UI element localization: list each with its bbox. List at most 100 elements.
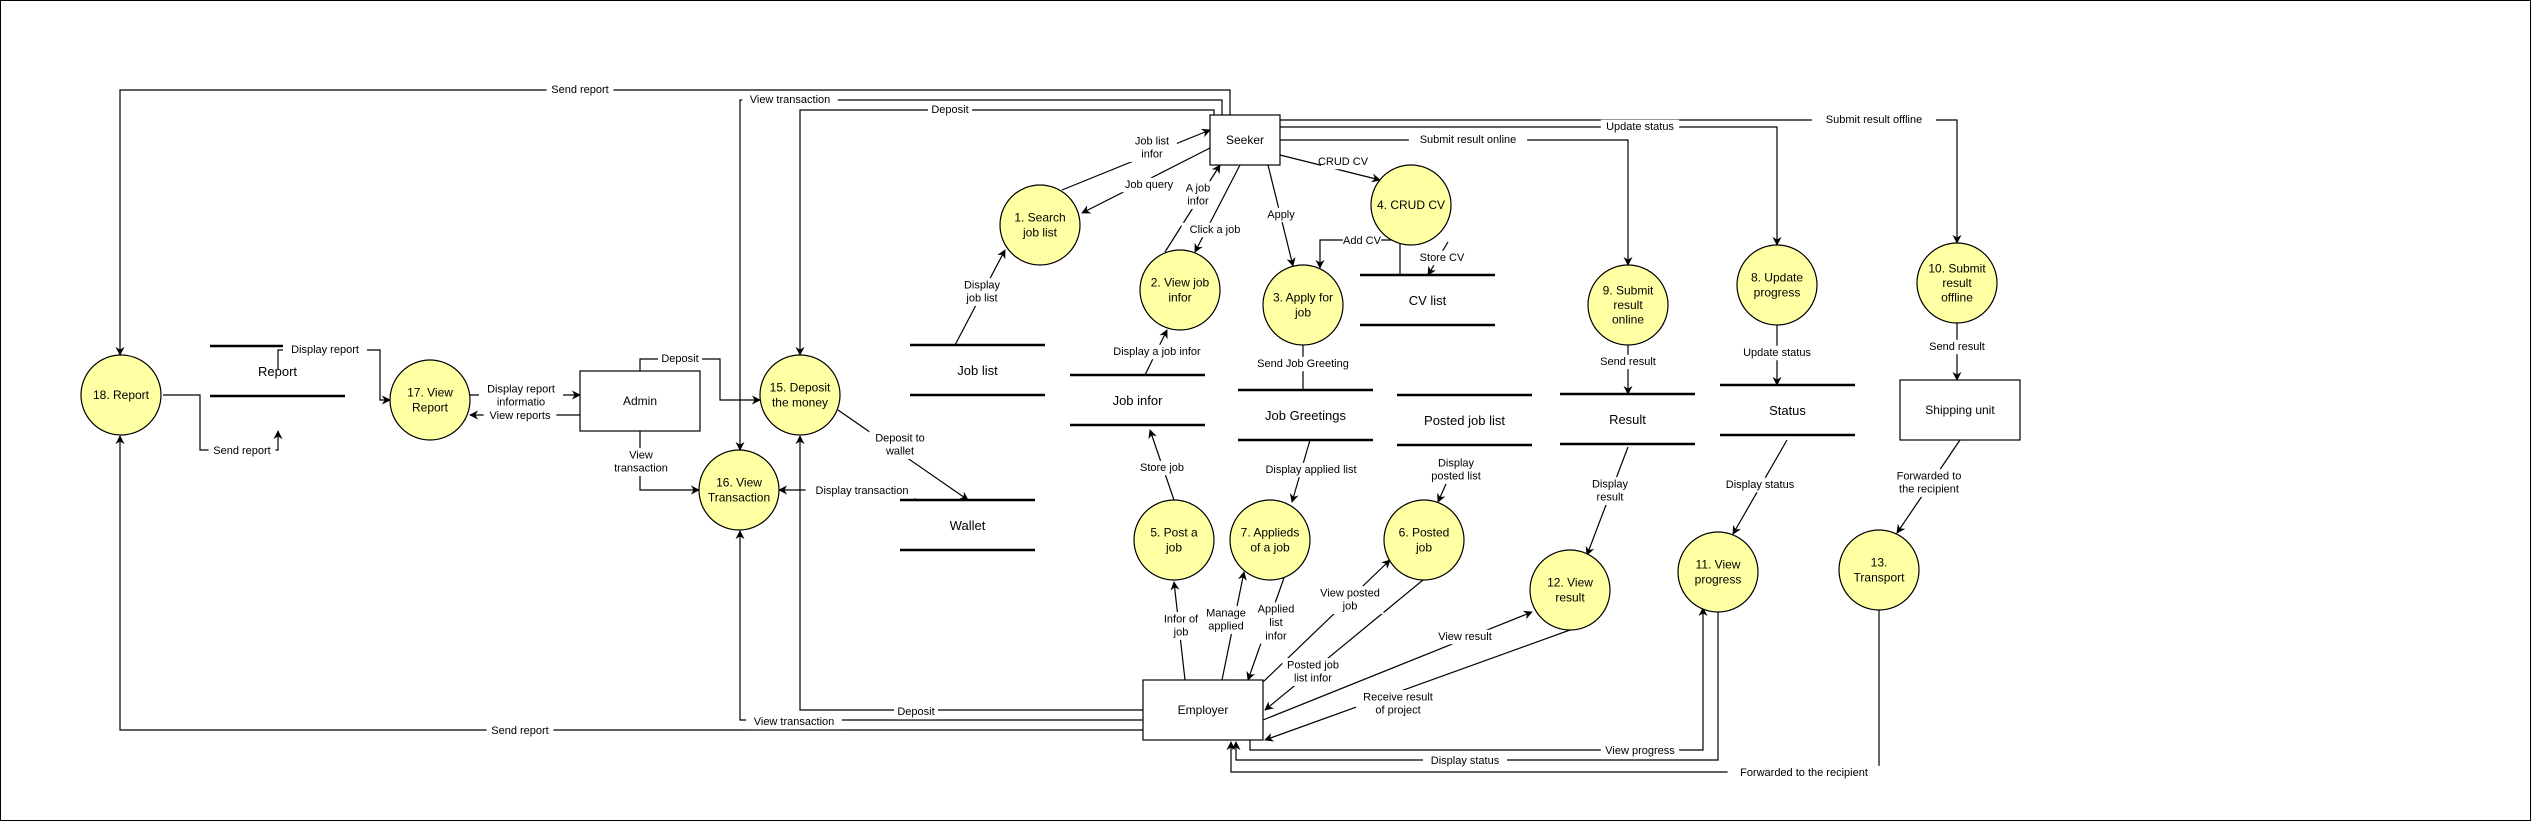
flow-label-deposit-bottom: Deposit (897, 706, 934, 718)
flow-label-store-cv: Store CV (1420, 252, 1465, 264)
store-cv-list[interactable]: CV list (1360, 273, 1495, 327)
process-report-label: 18. Report (93, 388, 150, 402)
flow-label-display-a-job-infor: Display a job infor (1113, 346, 1201, 358)
flow-label-view-transaction-bottom: View transaction (754, 716, 835, 728)
process-report[interactable]: 18. Report (80, 354, 162, 436)
flow-label-send-report-bottom: Send report (491, 725, 548, 737)
flow-label-view-progress: View progress (1605, 745, 1675, 757)
flow-label-send-result-top: Send result (1600, 356, 1656, 368)
store-result[interactable]: Result (1560, 392, 1695, 446)
store-posted-job-list-label: Posted job list (1424, 413, 1505, 428)
e-deposit-bottom (795, 435, 1143, 711)
flow-label-send-report-top: Send report (551, 84, 608, 96)
e-deposit-admin (639, 358, 761, 405)
process-crud-cv[interactable]: 4. CRUD CV (1370, 164, 1452, 246)
e-send-report-store (163, 394, 283, 451)
flow-label-view-transaction-top: View transaction (750, 94, 831, 106)
entity-shipping-unit-label: Shipping unit (1925, 403, 1995, 417)
flow-label-store-job: Store job (1140, 462, 1184, 474)
store-wallet-label: Wallet (950, 518, 986, 533)
flow-label-update-status: Update status (1606, 121, 1674, 133)
entity-admin[interactable]: Admin (579, 370, 701, 432)
flow-label-send-result-ship: Send result (1929, 341, 1985, 353)
flow-label-update-status-store: Update status (1743, 347, 1811, 359)
entity-seeker-label: Seeker (1226, 133, 1264, 147)
store-job-infor-label: Job infor (1113, 393, 1164, 408)
e-click-a-job (1194, 164, 1241, 253)
e-posted-job-list-infor (1264, 579, 1424, 711)
entity-seeker[interactable]: Seeker (1209, 114, 1281, 166)
entity-employer-label: Employer (1178, 703, 1229, 717)
entity-admin-label: Admin (623, 394, 657, 408)
flow-label-submit-result-offline: Submit result offline (1826, 114, 1922, 126)
flow-label-display-report: Display report (291, 344, 359, 356)
process-transport[interactable]: 13.Transport (1838, 529, 1920, 611)
e-send-report-bottom (115, 435, 1143, 731)
store-job-infor[interactable]: Job infor (1070, 373, 1205, 427)
e-submit-online (1280, 139, 1633, 266)
store-job-list-label: Job list (957, 363, 998, 378)
store-job-greetings[interactable]: Job Greetings (1238, 388, 1373, 442)
store-status[interactable]: Status (1720, 383, 1855, 437)
e-submit-offline (1280, 119, 1962, 244)
flow-label-send-job-greeting: Send Job Greeting (1257, 358, 1349, 370)
flow-label-click-a-job: Click a job (1190, 224, 1241, 236)
e-view-transaction-top (735, 99, 1223, 451)
e-display-report (277, 349, 391, 405)
flow-label-deposit-admin: Deposit (661, 353, 698, 365)
entity-shipping-unit[interactable]: Shipping unit (1899, 379, 2021, 441)
flow-label-submit-result-online: Submit result online (1420, 134, 1517, 146)
e-view-progress (1249, 607, 1708, 751)
process-crud-cv-label: 4. CRUD CV (1377, 198, 1445, 212)
flow-label-display-status-bottom: Display status (1431, 755, 1500, 767)
flow-label-apply: Apply (1267, 209, 1295, 221)
store-posted-job-list[interactable]: Posted job list (1397, 393, 1532, 447)
flow-label-send-report-store: Send report (213, 445, 270, 457)
flow-label-display-applied-list: Display applied list (1265, 464, 1356, 476)
flow-label-forwarded-to-recipient-bottom: Forwarded to the recipient (1740, 767, 1868, 779)
process-transport-label: 13.Transport (1854, 556, 1906, 585)
flow-label-deposit-top: Deposit (931, 104, 968, 116)
store-wallet[interactable]: Wallet (900, 498, 1035, 552)
flow-label-display-transaction: Display transaction (816, 485, 909, 497)
flow-label-add-cv: Add CV (1343, 235, 1382, 247)
entity-employer[interactable]: Employer (1142, 679, 1264, 741)
store-job-list[interactable]: Job list (910, 343, 1045, 397)
store-status-label: Status (1769, 403, 1806, 418)
e-forwarded-bottom (1226, 610, 1880, 773)
